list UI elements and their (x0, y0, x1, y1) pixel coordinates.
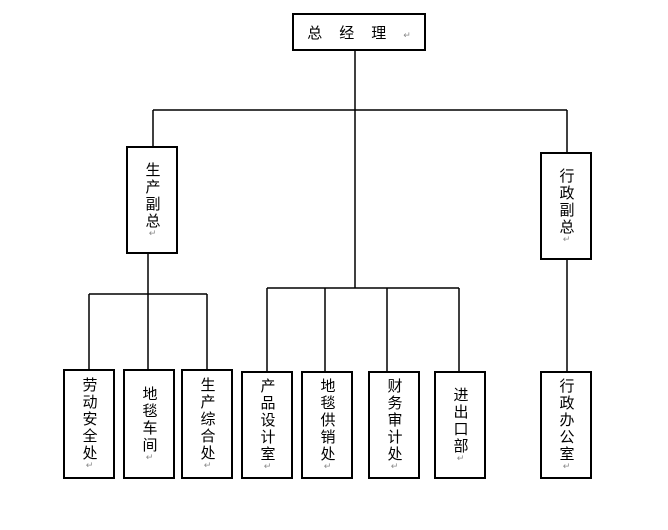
node-carpet-workshop: 地毯车间↵ (123, 369, 175, 479)
node-import-export: 进出口部↵ (434, 371, 486, 479)
node-labor-safety: 劳动安全处↵ (63, 369, 115, 479)
node-carpet-supply-sales: 地毯供销处↵ (301, 371, 353, 479)
node-admin-office: 行政办公室↵ (540, 371, 592, 479)
node-general-manager: 总经理↵ (292, 13, 426, 51)
node-product-design: 产品设计室↵ (241, 371, 293, 479)
node-production-general: 生产综合处↵ (181, 369, 233, 479)
node-admin-vp: 行政副总↵ (540, 152, 592, 260)
node-finance-audit: 财务审计处↵ (368, 371, 420, 479)
node-production-vp: 生产副总↵ (126, 146, 178, 254)
